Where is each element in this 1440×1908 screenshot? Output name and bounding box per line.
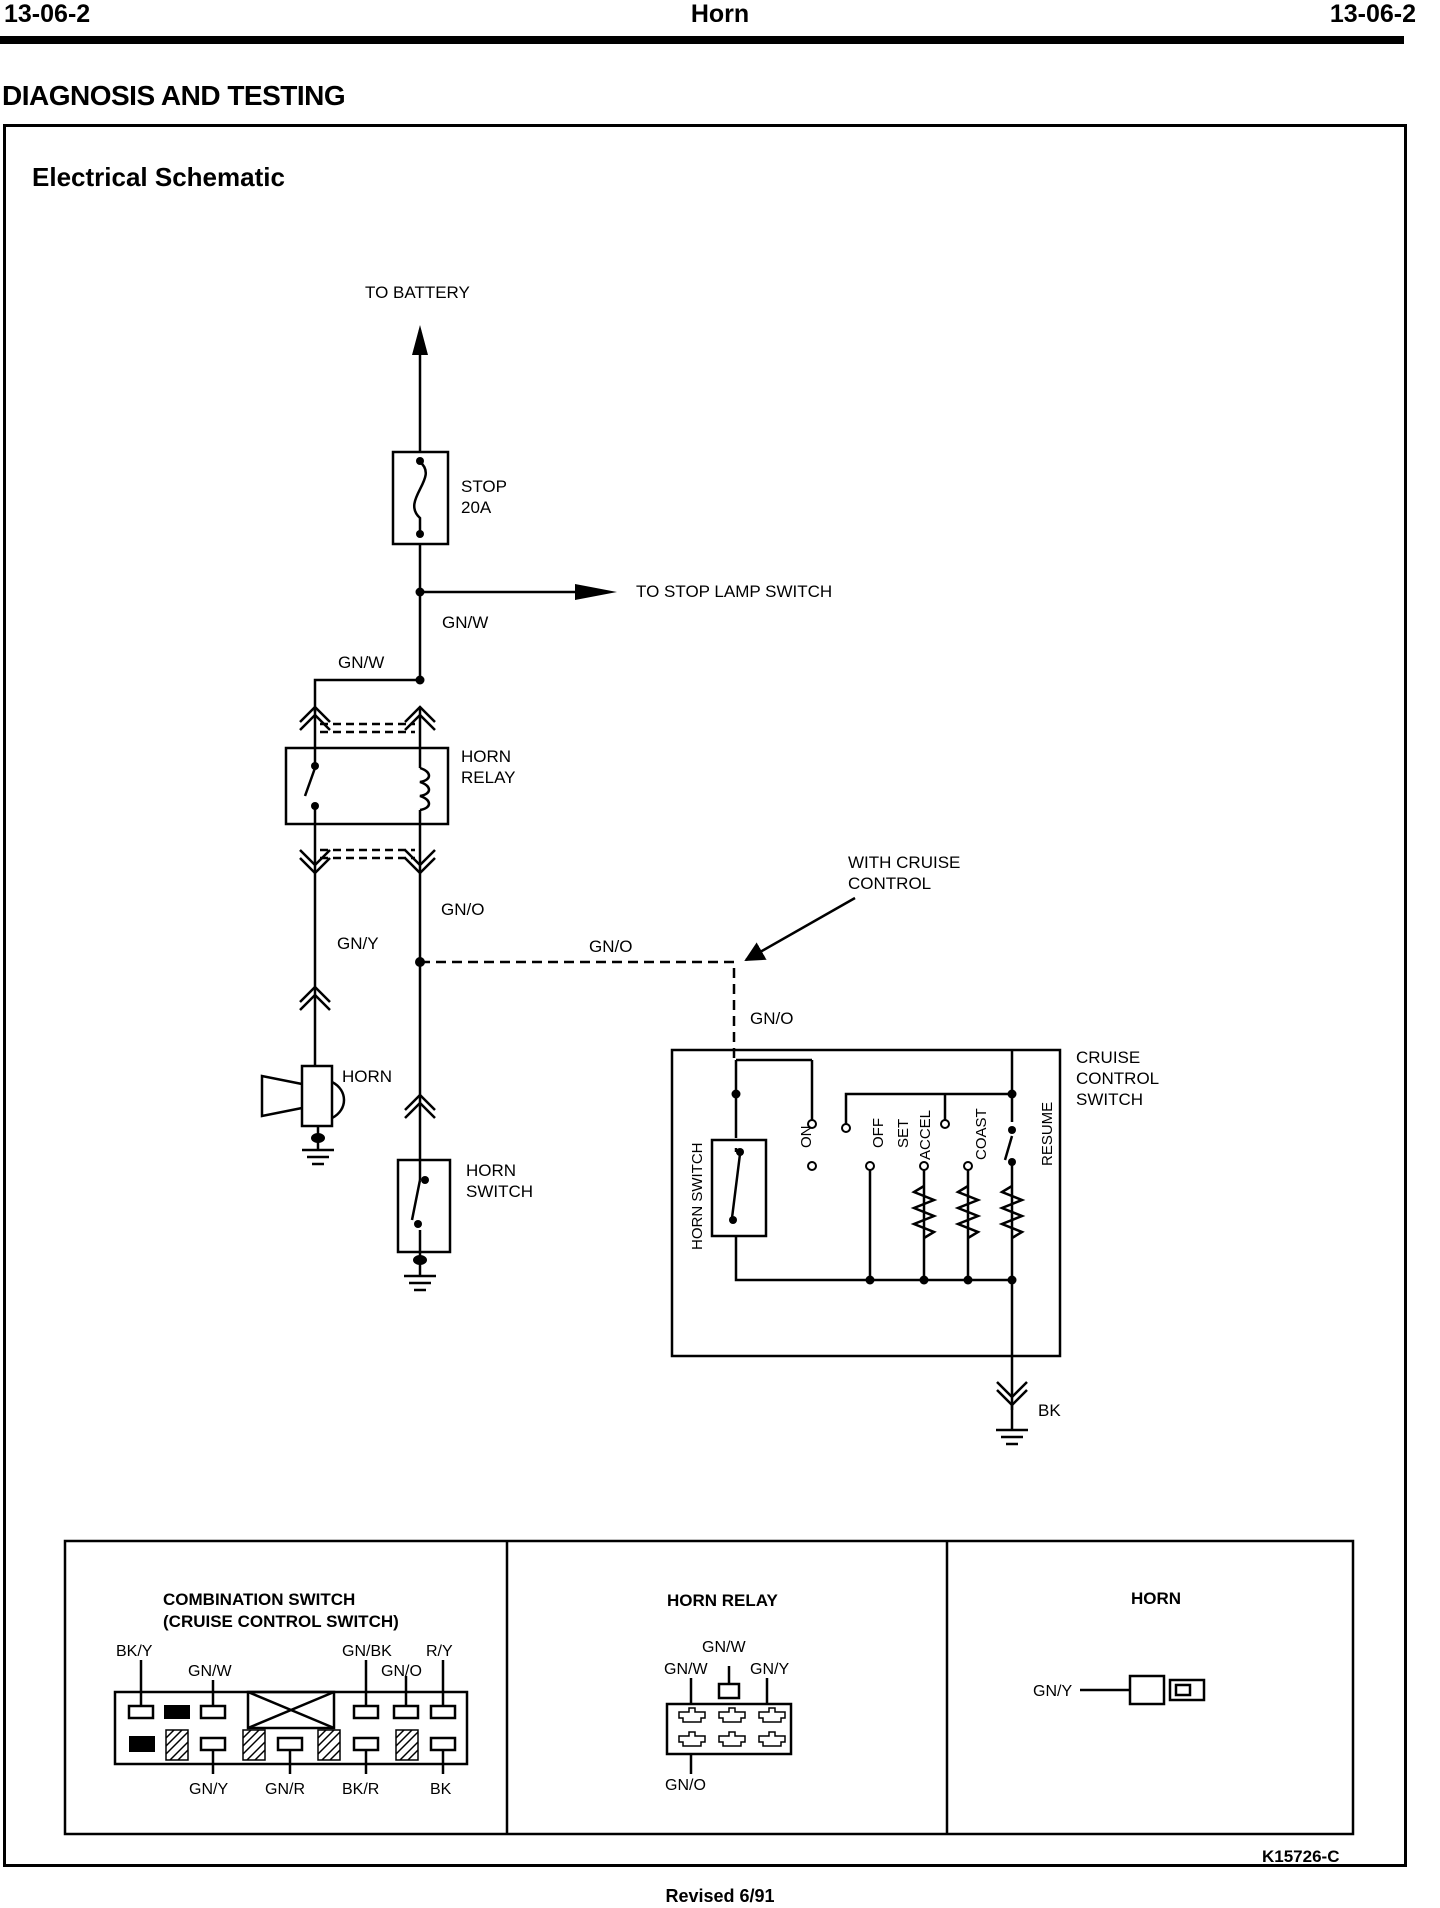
gnw-loop-wire xyxy=(313,678,420,712)
bk-label: BK xyxy=(1038,1401,1061,1420)
cs-horn-switch xyxy=(710,1138,768,1238)
with-cruise-label-2: CONTROL xyxy=(848,874,931,893)
cs-horn-switch-label: HORN SWITCH xyxy=(689,1143,706,1251)
resume-resistor xyxy=(998,1184,1026,1240)
horn-connector-body xyxy=(1128,1674,1166,1706)
figure-title: Electrical Schematic xyxy=(32,162,285,192)
horn-switch-contact xyxy=(410,1179,422,1221)
pin-label-bk: BK xyxy=(430,1781,452,1798)
cs-off-label: OFF xyxy=(870,1118,887,1148)
cs-accel-label: ACCEL xyxy=(917,1110,934,1160)
relay-pin-gnw-left: GN/W xyxy=(664,1661,708,1678)
cruise-switch-box xyxy=(670,1048,1062,1358)
pin-label-gno: GN/O xyxy=(381,1663,422,1680)
horn-title: HORN xyxy=(1131,1589,1181,1608)
relay-pin-gny: GN/Y xyxy=(750,1661,789,1678)
pin-label-bkr: BK/R xyxy=(342,1781,379,1798)
cs-resume-label: RESUME xyxy=(1039,1102,1056,1166)
pin-label-gny: GN/Y xyxy=(189,1781,228,1798)
cs-on-label: ON xyxy=(798,1126,815,1149)
gnw-main-label: GN/W xyxy=(442,613,488,632)
cruise-pointer-arrow xyxy=(744,896,856,962)
horn-diaphragm xyxy=(331,1080,346,1120)
relay-coil xyxy=(419,766,431,812)
cs-horn-contact xyxy=(730,1153,742,1219)
cruise-switch-label-3: SWITCH xyxy=(1076,1090,1143,1109)
figure-id: K15726-C xyxy=(1262,1847,1340,1866)
horn-relay-label-1: HORN xyxy=(461,747,511,766)
relay-contact xyxy=(303,767,317,797)
pin-label-gnr: GN/R xyxy=(265,1781,305,1798)
horn-switch-connector xyxy=(404,1093,436,1119)
figure-frame xyxy=(3,124,1407,1867)
cs-top-bus xyxy=(844,1092,1012,1130)
gny-label: GN/Y xyxy=(337,934,379,953)
horn-pin-gny: GN/Y xyxy=(1033,1683,1072,1700)
cruise-switch-label-1: CRUISE xyxy=(1076,1048,1140,1067)
pin-label-gnbk: GN/BK xyxy=(342,1643,392,1660)
pin-label-ry: R/Y xyxy=(426,1643,453,1660)
fuse-rating-label: 20A xyxy=(461,498,492,517)
to-stop-lamp-label: TO STOP LAMP SWITCH xyxy=(636,582,832,601)
horn-relay-connector xyxy=(665,1702,793,1756)
page-number-right: 13-06-2 xyxy=(1329,0,1416,28)
fuse-element xyxy=(412,461,427,534)
to-battery-label: TO BATTERY xyxy=(365,283,470,302)
relay-pin-gnw-top: GN/W xyxy=(702,1639,746,1656)
relay-pin-gno: GN/O xyxy=(665,1777,706,1794)
header-rule xyxy=(0,36,1404,44)
horn-relay-body xyxy=(284,746,450,826)
gno-vertical-label: GN/O xyxy=(750,1009,793,1028)
cruise-gno-dashed-wire xyxy=(420,960,736,1060)
combination-switch-title-2: (CRUISE CONTROL SWITCH) xyxy=(163,1612,399,1631)
battery-arrow xyxy=(412,325,428,355)
with-cruise-label-1: WITH CRUISE xyxy=(848,853,960,872)
horn-body xyxy=(300,1064,334,1128)
combination-switch-title-1: COMBINATION SWITCH xyxy=(163,1590,355,1609)
horn-connector xyxy=(299,985,331,1011)
cs-bottom-bus xyxy=(734,1236,1012,1282)
horn-relay-title: HORN RELAY xyxy=(667,1591,778,1610)
horn-switch-label-1: HORN xyxy=(466,1161,516,1180)
cruise-switch-label-2: CONTROL xyxy=(1076,1069,1159,1088)
horn-label: HORN xyxy=(342,1067,392,1086)
fuse-name-label: STOP xyxy=(461,477,507,496)
horn-relay-label-2: RELAY xyxy=(461,768,516,787)
gno-dashed-label: GN/O xyxy=(589,937,632,956)
connector-panel xyxy=(63,1539,1355,1836)
accel-resistor xyxy=(910,1184,938,1240)
cs-coast-label: COAST xyxy=(973,1108,990,1160)
section-title: DIAGNOSIS AND TESTING xyxy=(2,80,346,111)
horn-bell xyxy=(260,1074,303,1118)
page-number-left: 13-06-2 xyxy=(4,0,91,28)
horn-switch-label-2: SWITCH xyxy=(466,1182,533,1201)
cs-set-label: SET xyxy=(895,1119,912,1148)
coast-resistor xyxy=(954,1184,982,1240)
horn-switch-body xyxy=(396,1158,452,1254)
pin-label-bky: BK/Y xyxy=(116,1643,153,1660)
gnw-loop-label: GN/W xyxy=(338,653,384,672)
page-header-title: Horn xyxy=(690,0,750,28)
gno-main-label: GN/O xyxy=(441,900,484,919)
stop-lamp-arrow xyxy=(575,584,617,600)
pin-label-gnw: GN/W xyxy=(188,1663,232,1680)
page-footer: Revised 6/91 xyxy=(665,1886,775,1906)
